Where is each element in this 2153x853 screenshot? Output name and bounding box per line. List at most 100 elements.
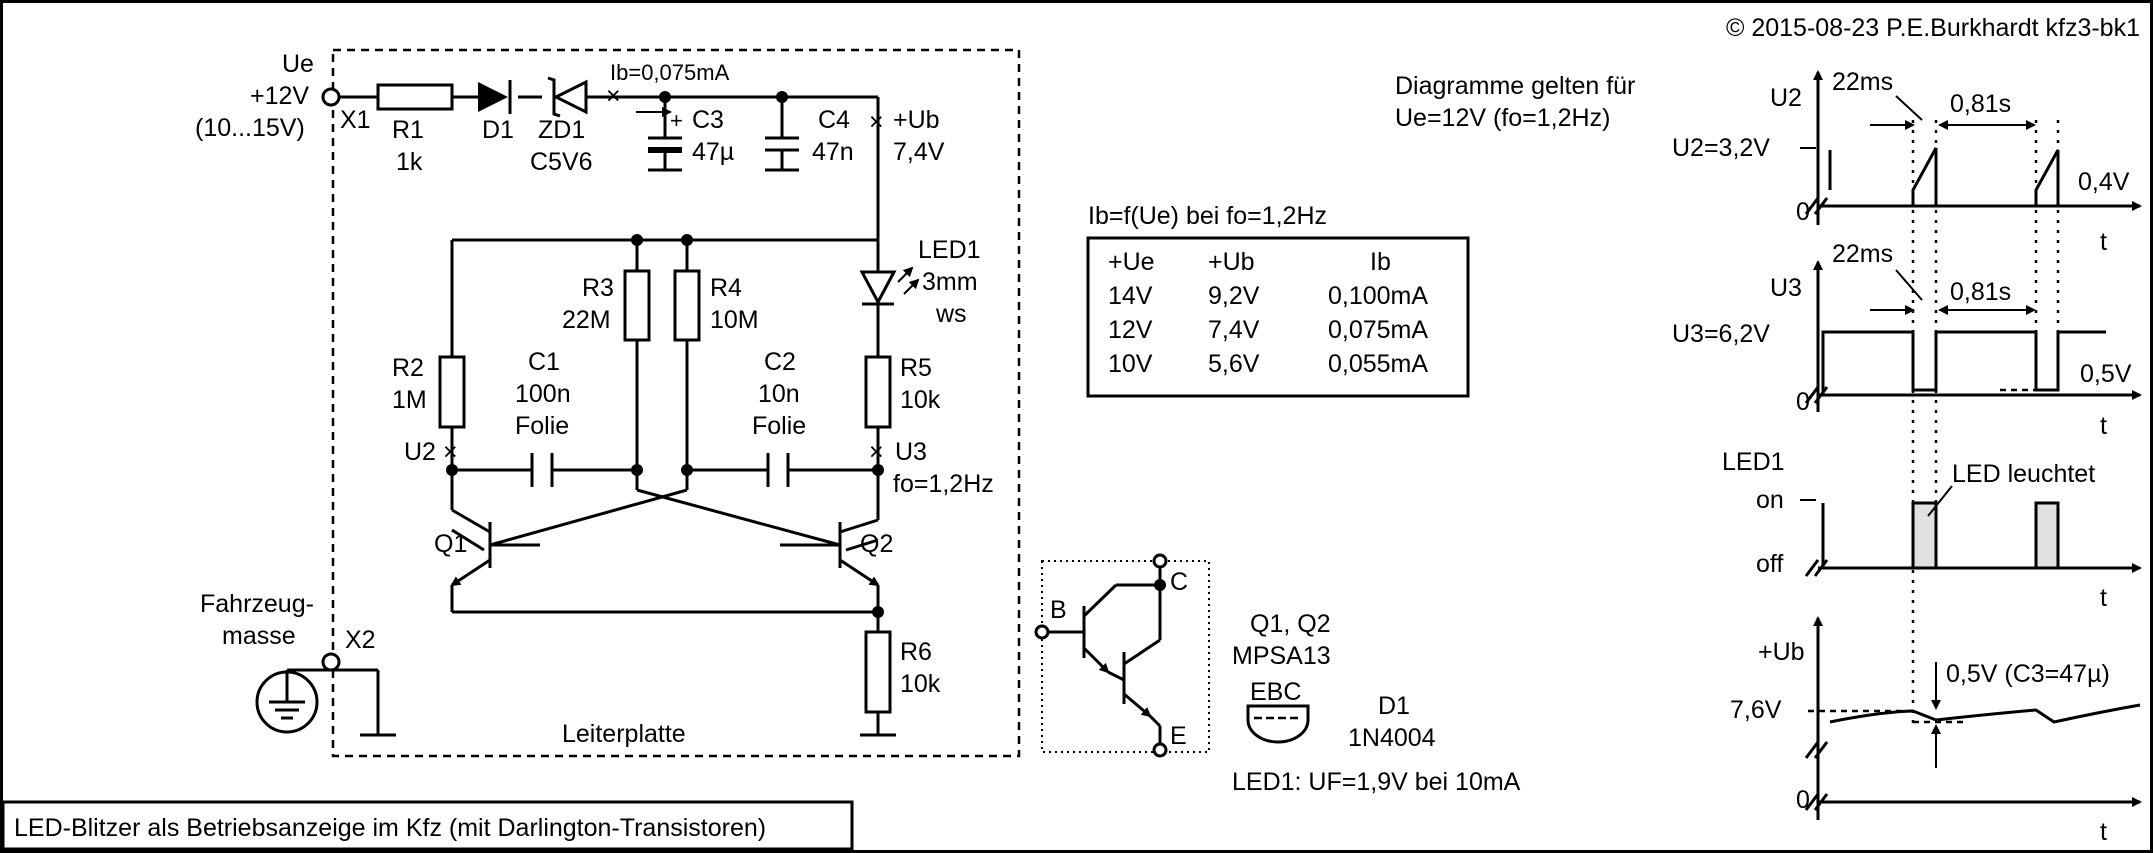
svg-text:47n: 47n xyxy=(812,138,854,166)
u2-testpoint: U2 × xyxy=(404,438,458,466)
svg-text:LED1: LED1 xyxy=(918,236,981,264)
pin-b-label: B xyxy=(1050,596,1067,624)
transistor-q2: Q2 xyxy=(780,518,893,590)
svg-text:×: × xyxy=(606,82,621,110)
capacitor-c4: C4 47n xyxy=(765,97,854,172)
ground-terminal-x2: Fahrzeug- masse X2 xyxy=(200,590,396,737)
svg-text:t: t xyxy=(2100,818,2107,846)
svg-text:Folie: Folie xyxy=(515,412,569,440)
svg-text:t: t xyxy=(2100,412,2107,440)
table-cell: 0,100mA xyxy=(1328,282,1428,310)
svg-text:0,81s: 0,81s xyxy=(1950,90,2011,118)
svg-text:0: 0 xyxy=(1796,388,1810,416)
diagram-title-1: Diagramme gelten für xyxy=(1395,72,1635,100)
svg-text:×: × xyxy=(443,438,458,466)
svg-text:22M: 22M xyxy=(562,306,611,334)
svg-text:0: 0 xyxy=(1796,198,1810,226)
pin-c-label: C xyxy=(1170,568,1188,596)
table-header: Ib xyxy=(1370,248,1391,276)
pinout-label: EBC xyxy=(1250,678,1301,706)
svg-text:1k: 1k xyxy=(396,148,423,176)
resistor-r6: R6 10k xyxy=(864,630,941,714)
svg-text:0,5V: 0,5V xyxy=(2080,360,2132,388)
top-rail xyxy=(340,95,880,240)
pin-b xyxy=(1034,624,1050,640)
svg-text:0,4V: 0,4V xyxy=(2078,168,2130,196)
svg-text:U3=6,2V: U3=6,2V xyxy=(1672,320,1770,348)
svg-text:Ib=0,075mA: Ib=0,075mA xyxy=(610,60,730,85)
node xyxy=(1154,579,1166,591)
svg-text:1M: 1M xyxy=(392,386,427,414)
table-cell: 0,075mA xyxy=(1328,316,1428,344)
capacitor-c2: C2 10n Folie xyxy=(752,348,806,487)
svg-text:7,4V: 7,4V xyxy=(893,138,945,166)
svg-text:on: on xyxy=(1756,486,1784,514)
svg-text:C1: C1 xyxy=(528,348,560,376)
svg-text:Ue: Ue xyxy=(282,50,314,78)
input-terminal-x1: Ue +12V (10...15V) X1 xyxy=(195,50,371,142)
diagram-ub: +Ub 7,6V 0 t 0,5V (C3=47µ) xyxy=(1730,616,2142,846)
terminal-x1 xyxy=(321,87,341,107)
transistor-q1: Q1 xyxy=(434,508,540,600)
resistor-r5: R5 10k xyxy=(864,354,941,429)
diagram-title-2: Ue=12V (fo=1,2Hz) xyxy=(1395,104,1610,132)
node xyxy=(631,234,643,246)
part-type: MPSA13 xyxy=(1232,642,1331,670)
table-title: Ib=f(Ue) bei fo=1,2Hz xyxy=(1088,202,1327,230)
svg-text:10n: 10n xyxy=(758,380,800,408)
node xyxy=(681,464,693,476)
svg-text:U2: U2 xyxy=(1770,84,1802,112)
svg-text:10k: 10k xyxy=(900,386,941,414)
svg-text:0,5V (C3=47µ): 0,5V (C3=47µ) xyxy=(1946,660,2110,688)
svg-text:U2=3,2V: U2=3,2V xyxy=(1672,134,1770,162)
svg-text:R2: R2 xyxy=(392,354,424,382)
caption-box: LED-Blitzer als Betriebsanzeige im Kfz (… xyxy=(1,800,854,851)
terminal-x2 xyxy=(321,652,341,672)
resistor-r3: R3 22M xyxy=(562,269,651,342)
svg-text:+: + xyxy=(670,108,683,133)
svg-text:0,81s: 0,81s xyxy=(1950,278,2011,306)
svg-text:47µ: 47µ xyxy=(692,138,734,166)
svg-text:22ms: 22ms xyxy=(1832,240,1893,268)
svg-text:×: × xyxy=(869,438,884,466)
svg-text:+12V: +12V xyxy=(250,82,309,110)
svg-text:R6: R6 xyxy=(900,638,932,666)
svg-text:C2: C2 xyxy=(764,348,796,376)
zener-diode-zd1: ZD1 C5V6 xyxy=(530,76,593,176)
svg-text:U3: U3 xyxy=(895,438,927,466)
svg-text:U2: U2 xyxy=(404,438,436,466)
circuit-wires xyxy=(450,238,896,737)
darlington-symbol xyxy=(1042,560,1162,745)
svg-text:R4: R4 xyxy=(710,274,742,302)
svg-text:Fahrzeug-: Fahrzeug- xyxy=(200,590,314,618)
svg-text:D1: D1 xyxy=(482,116,514,144)
capacitor-c1: C1 100n Folie xyxy=(515,348,571,487)
svg-text:×: × xyxy=(869,108,884,136)
svg-text:X2: X2 xyxy=(345,626,376,654)
node xyxy=(631,464,643,476)
circuit-board-outline xyxy=(331,48,1021,758)
table-cell: 0,055mA xyxy=(1328,350,1428,378)
pin-e-label: E xyxy=(1170,722,1187,750)
node xyxy=(872,606,884,618)
svg-text:(10...15V): (10...15V) xyxy=(195,114,305,142)
resistor-r1: R1 1k xyxy=(376,83,454,176)
pin-e xyxy=(1152,742,1168,758)
svg-text:C3: C3 xyxy=(692,106,724,134)
svg-text:ZD1: ZD1 xyxy=(538,116,585,144)
svg-text:LED leuchtet: LED leuchtet xyxy=(1952,460,2095,488)
table-header: +Ub xyxy=(1208,248,1255,276)
svg-text:fo=1,2Hz: fo=1,2Hz xyxy=(893,470,994,498)
svg-text:R1: R1 xyxy=(392,116,424,144)
svg-text:100n: 100n xyxy=(515,380,571,408)
ub-testpoint: × +Ub 7,4V xyxy=(869,106,945,166)
svg-text:0: 0 xyxy=(1796,786,1810,814)
copyright-text: © 2015-08-23 P.E.Burkhardt kfz3-bk1 xyxy=(1726,14,2140,42)
diode-d1: D1 xyxy=(478,80,514,144)
diode-d1-name: D1 xyxy=(1378,692,1410,720)
svg-text:Q1: Q1 xyxy=(434,530,467,558)
svg-text:+Ub: +Ub xyxy=(1758,638,1805,666)
svg-text:R5: R5 xyxy=(900,354,932,382)
